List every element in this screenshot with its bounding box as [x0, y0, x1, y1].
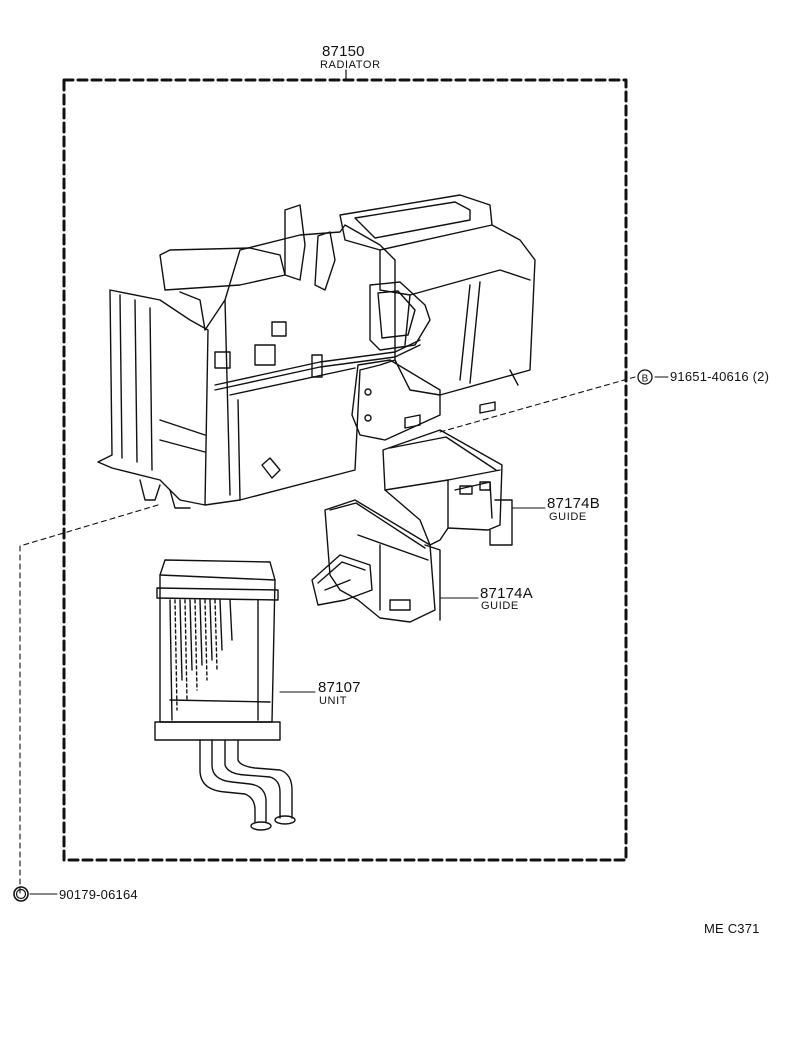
blower-section-drawing: [339, 194, 536, 441]
guide-a-part-number: 87174A: [480, 585, 533, 602]
bolt-part-number: 91651-40616 (2): [670, 369, 770, 384]
guide-b-drawing: [382, 429, 513, 546]
assembly-boundary: [62, 69, 628, 862]
bolt-symbol-letter: B: [642, 374, 649, 385]
radiator-part-number: 87150: [322, 43, 365, 60]
radiator-part-name: RADIATOR: [320, 59, 381, 71]
clip-symbol-icon: [13, 886, 29, 902]
bolt-symbol-icon: B: [637, 369, 653, 385]
heater-case-drawing: [97, 204, 421, 509]
heater-core-drawing: [154, 559, 296, 831]
guide-b-part-name: GUIDE: [549, 511, 587, 523]
leader-lines: [19, 376, 669, 895]
guide-a-part-name: GUIDE: [481, 600, 519, 612]
unit-part-name: UNIT: [319, 695, 348, 707]
unit-part-number: 87107: [318, 679, 361, 696]
clip-part-number: 90179-06164: [59, 887, 138, 902]
guide-b-part-number: 87174B: [547, 495, 600, 512]
guide-a-drawing: [311, 499, 441, 623]
reference-code: ME C371: [704, 921, 760, 936]
